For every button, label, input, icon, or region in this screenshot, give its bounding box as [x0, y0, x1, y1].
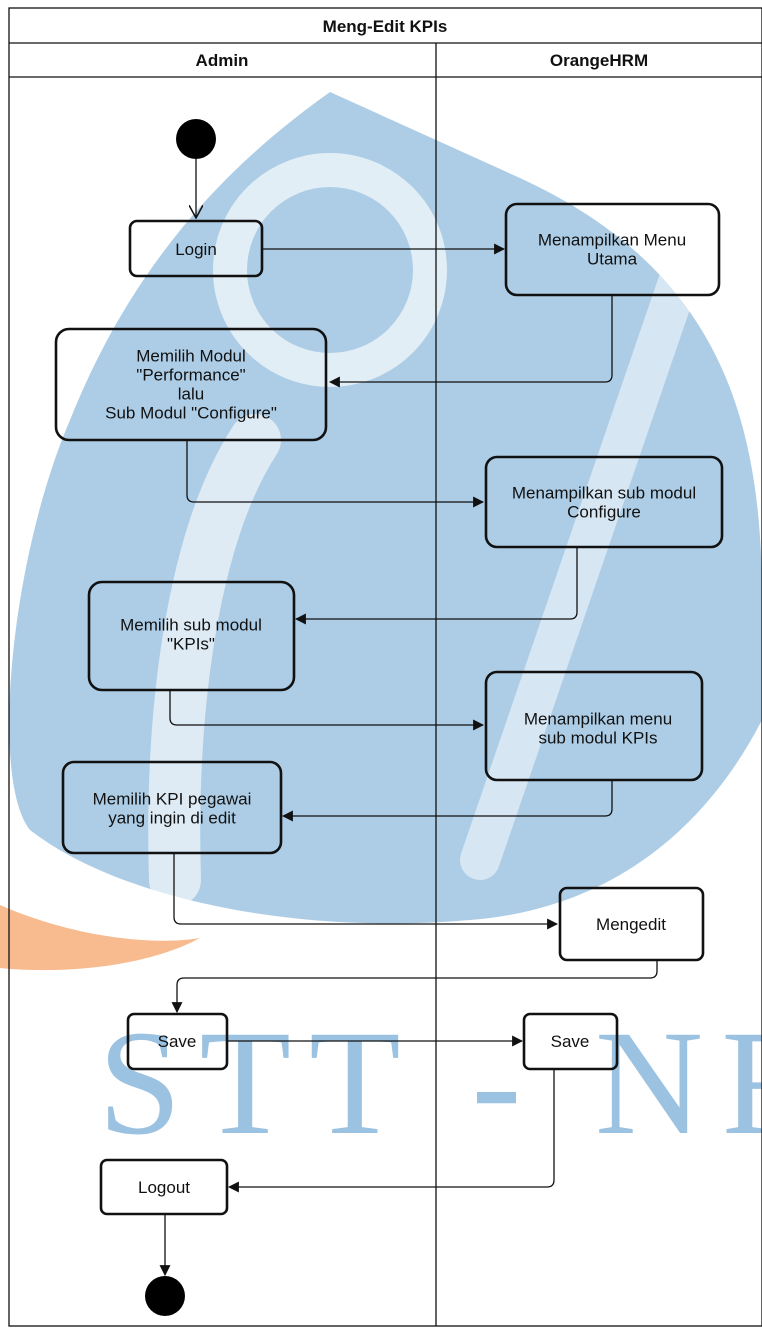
start-node [176, 119, 216, 159]
label-line: Save [551, 1032, 590, 1051]
edge-mengedit-save-admin [171, 960, 658, 1014]
label-line: yang ingin di edit [108, 809, 236, 828]
node-pilih-kpi-pegawai [61, 760, 283, 855]
label-save-admin: Save [158, 1032, 197, 1051]
watermark-white-leg-right [460, 140, 740, 880]
edge-pilih-kpis-tampil-kpis [169, 690, 485, 731]
edge-pilih-modul-configure [186, 440, 485, 508]
diagram-title: Meng-Edit KPIs [323, 17, 448, 36]
node-save-system [522, 1012, 619, 1071]
node-mengedit [558, 886, 705, 962]
lane-label-admin: Admin [196, 51, 249, 70]
diagram-border [8, 7, 762, 1327]
edges [159, 159, 658, 1277]
node-pilih-kpis [87, 580, 296, 692]
label-line: Utama [587, 250, 638, 269]
edge-configure-pilih-kpis [294, 547, 578, 625]
label-line: Configure [567, 503, 641, 522]
watermark-white-leg-left [148, 414, 281, 906]
label-line: Menampilkan sub modul [512, 484, 696, 503]
label-line: Sub Modul "Configure" [105, 404, 277, 423]
label-line: "Performance" [136, 366, 245, 385]
label-line: Login [175, 240, 217, 259]
label-line: Mengedit [596, 915, 666, 934]
label-line: Memilih Modul [136, 347, 246, 366]
activity-nodes [54, 202, 724, 1216]
node-pilih-modul [54, 327, 328, 442]
node-login [128, 219, 264, 278]
watermark-orange-swoosh [0, 905, 200, 971]
label-line: sub modul KPIs [538, 729, 657, 748]
label-line: Save [158, 1032, 197, 1051]
watermark-text: STT - NF [98, 1000, 762, 1166]
label-line: "KPIs" [167, 635, 215, 654]
end-node [145, 1276, 185, 1316]
lane-label-orangehrm: OrangeHRM [550, 51, 648, 70]
label-line: Memilih KPI pegawai [93, 790, 252, 809]
label-line: Menampilkan Menu [538, 231, 686, 250]
label-pilih-kpis: Memilih sub modul"KPIs" [120, 616, 262, 654]
edge-save-system-logout [227, 1069, 555, 1193]
label-logout: Logout [138, 1178, 190, 1197]
node-save-admin [126, 1012, 229, 1071]
label-mengedit: Mengedit [596, 915, 666, 934]
label-line: Menampilkan menu [524, 710, 672, 729]
edge-tampil-kpis-pilih-kpi-pegawai [281, 780, 613, 822]
node-tampil-kpis [484, 670, 704, 782]
label-login: Login [175, 240, 217, 259]
edge-pilih-kpi-pegawai-mengedit [173, 853, 559, 930]
swimlane-frame [8, 7, 762, 1327]
edge-menu-utama-pilih-modul [328, 295, 613, 388]
watermark-logo: STT - NF [0, 92, 762, 1166]
label-line: Logout [138, 1178, 190, 1197]
label-line: Memilih sub modul [120, 616, 262, 635]
node-tampil-configure [484, 455, 724, 549]
node-tampil-menu-utama [504, 202, 721, 297]
label-line: lalu [178, 385, 204, 404]
node-logout [99, 1158, 229, 1216]
label-save-system: Save [551, 1032, 590, 1051]
watermark-white-ring [213, 153, 447, 387]
